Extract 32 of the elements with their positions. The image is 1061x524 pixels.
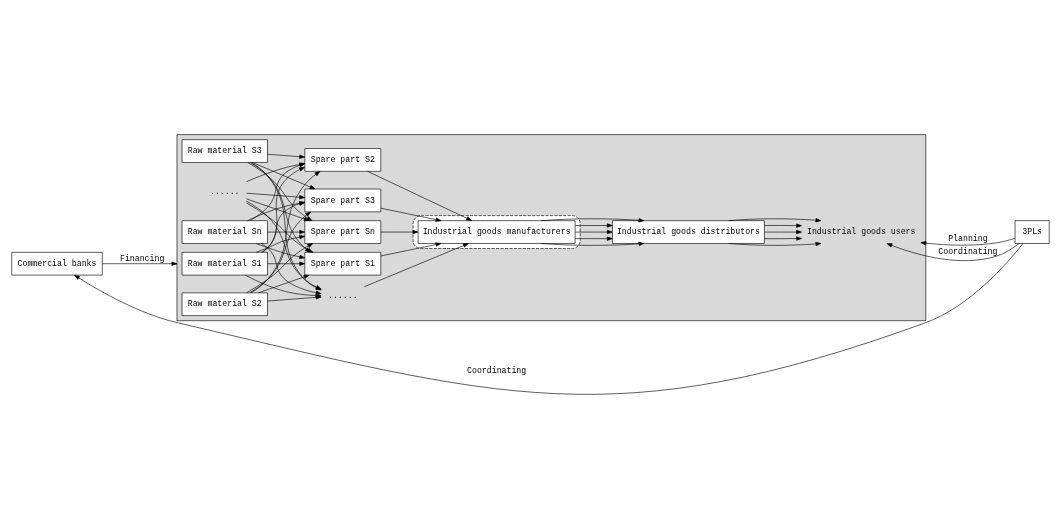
arrow [380, 207, 442, 222]
arrow [364, 243, 469, 288]
arrow [74, 243, 1024, 395]
arrow [246, 198, 310, 221]
arrow [367, 171, 472, 221]
arrow [540, 218, 645, 223]
arrow [261, 243, 322, 295]
arrow [380, 242, 442, 257]
arrow [246, 192, 305, 200]
arrow [102, 261, 178, 266]
arrow [728, 241, 822, 246]
arrow [920, 238, 1016, 246]
arrow [764, 223, 802, 228]
arrow [246, 200, 322, 290]
arrow [380, 230, 419, 235]
arrow [886, 243, 1020, 261]
arrow [267, 153, 306, 159]
arrow [575, 230, 613, 235]
arrow [575, 223, 613, 228]
arrow [575, 236, 613, 241]
arrow [262, 166, 305, 253]
arrow [261, 201, 305, 253]
arrow [255, 235, 305, 253]
arrow [540, 241, 645, 246]
arrow [267, 230, 306, 235]
arrow [255, 243, 306, 259]
arrow [267, 261, 306, 266]
arrow [764, 236, 802, 241]
arrow [258, 274, 310, 294]
arrow [247, 201, 305, 221]
arrow [728, 218, 822, 223]
arrow [764, 230, 802, 235]
